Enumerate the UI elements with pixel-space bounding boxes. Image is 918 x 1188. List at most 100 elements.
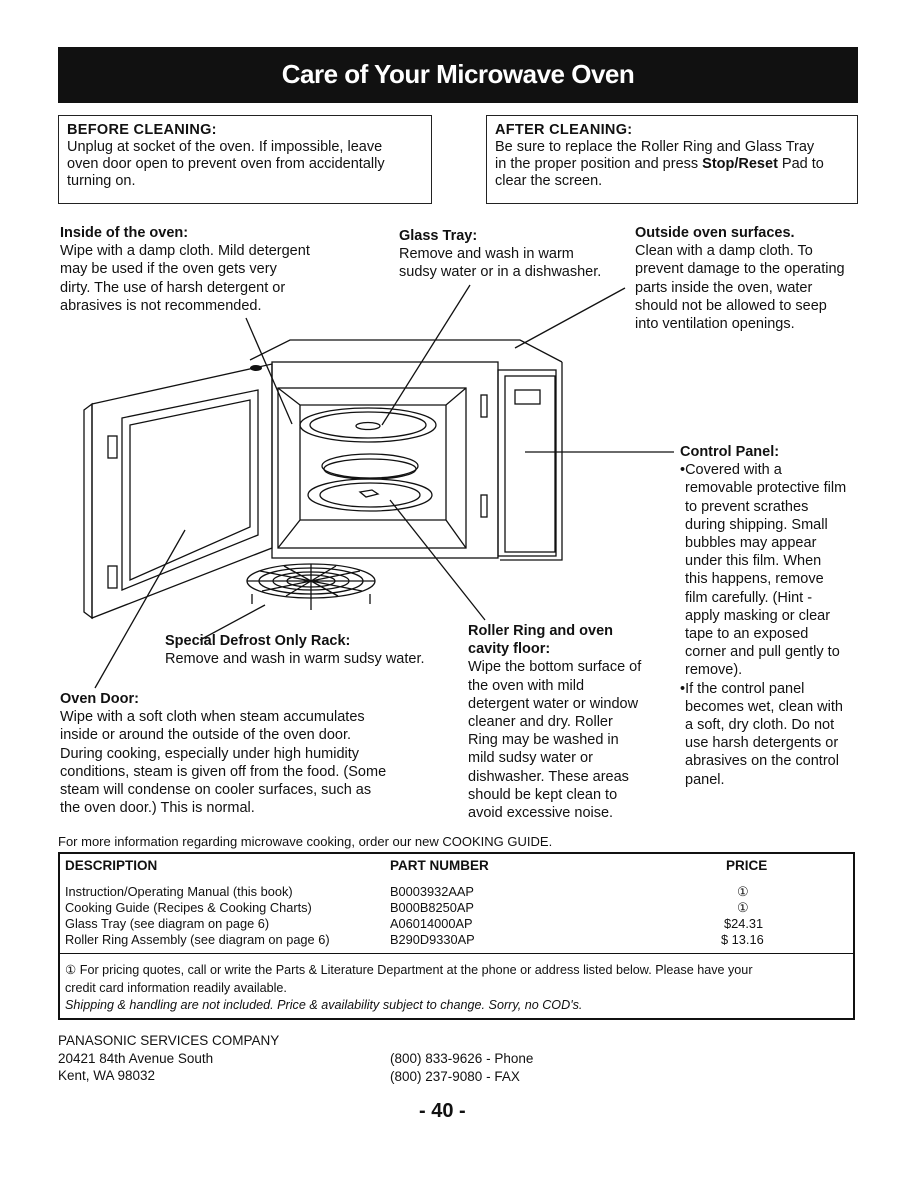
before-cleaning-heading: BEFORE CLEANING: (67, 122, 217, 138)
roller-ring-line: Ring may be washed in (468, 732, 619, 749)
control-panel-heading: Control Panel: (680, 444, 780, 460)
roller-ring-heading: cavity floor: (468, 641, 551, 658)
defrost-rack-text: Remove and wash in warm sudsy water. (165, 651, 425, 668)
after-cleaning-line: in the proper position and press Stop/Re… (495, 156, 849, 173)
part-description: Instruction/Operating Manual (this book) (65, 884, 293, 899)
roller-ring-heading: Roller Ring and oven (468, 623, 614, 639)
pricing-note: ① For pricing quotes, call or write the … (65, 963, 753, 977)
inside-oven-heading: Inside of the oven: (60, 225, 189, 241)
roller-ring-line: the oven with mild (468, 677, 585, 694)
part-description: Cooking Guide (Recipes & Cooking Charts) (65, 900, 312, 915)
more-info-text: For more information regarding microwave… (58, 834, 553, 849)
header-description: DESCRIPTION (65, 858, 158, 873)
roller-ring-line: detergent water or window (468, 695, 639, 712)
glass-tray-section: Glass Tray: Remove and wash in warm suds… (399, 227, 601, 282)
inside-oven-line: abrasives is not recommended. (60, 297, 262, 314)
part-description: Glass Tray (see diagram on page 6) (65, 916, 270, 931)
oven-door-line: inside or around the outside of the oven… (60, 727, 352, 744)
roller-ring-line: Wipe the bottom surface of (468, 659, 642, 676)
control-panel-line: to prevent scrathes (685, 498, 809, 515)
after-cleaning-line: Be sure to replace the Roller Ring and G… (495, 139, 815, 155)
control-panel-line: •Covered with a (680, 462, 782, 479)
part-description: Roller Ring Assembly (see diagram on pag… (65, 932, 330, 947)
company-address: PANASONIC SERVICES COMPANY 20421 84th Av… (58, 1032, 279, 1085)
after-cleaning-text: in the proper position and press (495, 156, 703, 172)
outside-surfaces-section: Outside oven surfaces. Clean with a damp… (635, 224, 845, 333)
part-price: ① (737, 900, 749, 915)
roller-ring-line: avoid excessive noise. (468, 805, 614, 822)
part-number: B290D9330AP (390, 932, 475, 947)
company-name: PANASONIC SERVICES COMPANY (58, 1033, 280, 1048)
oven-door-line: During cooking, especially under high hu… (60, 745, 360, 762)
inside-oven-line: dirty. The use of harsh detergent or (60, 279, 286, 296)
inside-oven-line: may be used if the oven gets very (60, 261, 277, 278)
parts-table: DESCRIPTION PART NUMBER PRICE Instructio… (58, 852, 855, 1020)
after-cleaning-line: clear the screen. (495, 173, 603, 189)
roller-ring-line: mild sudsy water or (468, 750, 593, 767)
oven-door-line: conditions, steam is given off from the … (60, 763, 387, 780)
after-cleaning-heading: AFTER CLEANING: (495, 122, 633, 138)
after-cleaning-text: Pad to (777, 156, 824, 172)
oven-door-line: Wipe with a soft cloth when steam accumu… (60, 709, 365, 726)
roller-ring-line: cleaner and dry. Roller (468, 714, 613, 731)
outside-surfaces-heading: Outside oven surfaces. (635, 225, 795, 241)
before-cleaning-line: oven door open to prevent oven from acci… (67, 156, 385, 172)
outside-surfaces-line: Clean with a damp cloth. To (635, 243, 813, 260)
roller-ring-section: Roller Ring and oven cavity floor: Wipe … (468, 622, 641, 822)
company-street: 20421 84th Avenue South (58, 1050, 214, 1066)
stop-reset-label: Stop/Reset (702, 156, 778, 172)
inside-oven-line: Wipe with a damp cloth. Mild detergent (60, 243, 310, 260)
microwave-illustration (83, 284, 674, 689)
control-panel-line: remove). (685, 662, 743, 679)
oven-door-section: Oven Door: Wipe with a soft cloth when s… (60, 690, 386, 817)
control-panel-line: under this film. When (685, 553, 822, 570)
control-panel-line: a soft, dry cloth. Do not (685, 717, 835, 734)
page-number: - 40 - (419, 1100, 466, 1122)
control-panel-line: becomes wet, clean with (685, 698, 843, 715)
before-cleaning-box: BEFORE CLEANING: Unplug at socket of the… (58, 115, 432, 204)
part-price: ① (737, 884, 749, 899)
defrost-rack-heading: Special Defrost Only Rack: (165, 633, 351, 649)
company-city: Kent, WA 98032 (58, 1068, 156, 1083)
control-panel-line: this happens, remove (685, 571, 824, 588)
header-price: PRICE (726, 858, 768, 873)
pricing-note: credit card information readily availabl… (65, 981, 287, 995)
control-panel-line: removable protective film (685, 480, 847, 497)
before-cleaning-line: Unplug at socket of the oven. If impossi… (67, 139, 383, 155)
outside-surfaces-line: into ventilation openings. (635, 316, 795, 333)
part-number: B0003932AAP (390, 884, 474, 899)
roller-ring-line: dishwasher. These areas (468, 768, 629, 785)
inside-oven-section: Inside of the oven: Wipe with a damp clo… (60, 224, 310, 315)
page-title: Care of Your Microwave Oven (58, 47, 858, 103)
roller-ring-line: should be kept clean to (468, 786, 618, 803)
before-cleaning-line: turning on. (67, 173, 136, 189)
control-panel-line: tape to an exposed (685, 626, 809, 643)
glass-tray-heading: Glass Tray: (399, 228, 478, 244)
control-panel-section: Control Panel: •Covered with a removable… (680, 443, 846, 789)
part-price: $24.31 (724, 916, 764, 931)
after-cleaning-box: AFTER CLEANING: Be sure to replace the R… (486, 115, 858, 204)
glass-tray-line: sudsy water or in a dishwasher. (399, 264, 602, 281)
control-panel-line: panel. (685, 771, 725, 788)
company-contact: (800) 833-9626 - Phone (800) 237-9080 - … (390, 1050, 533, 1085)
control-panel-line: film carefully. (Hint - (685, 589, 813, 606)
part-number: B000B8250AP (390, 900, 474, 915)
oven-door-line: steam will condense on cooler surfaces, … (60, 782, 372, 799)
oven-door-line: the oven door.) This is normal. (60, 800, 255, 817)
control-panel-line: apply masking or clear (685, 607, 831, 624)
company-phone: (800) 833-9626 - Phone (390, 1051, 534, 1066)
shipping-note: Shipping & handling are not included. Pr… (65, 998, 583, 1012)
control-panel-line: •If the control panel (680, 680, 805, 697)
control-panel-line: use harsh detergents or (685, 735, 839, 752)
company-fax: (800) 237-9080 - FAX (390, 1068, 520, 1084)
part-number: A06014000AP (390, 916, 473, 931)
table-divider (60, 953, 853, 954)
outside-surfaces-line: prevent damage to the operating (635, 261, 845, 278)
oven-door-heading: Oven Door: (60, 691, 139, 707)
outside-surfaces-line: parts inside the oven, water (635, 279, 813, 296)
part-price: $ 13.16 (721, 932, 764, 947)
control-panel-line: during shipping. Small (685, 516, 828, 533)
glass-tray-line: Remove and wash in warm (399, 246, 574, 263)
defrost-rack-section: Special Defrost Only Rack: Remove and wa… (165, 632, 425, 668)
control-panel-line: abrasives on the control (685, 753, 839, 770)
